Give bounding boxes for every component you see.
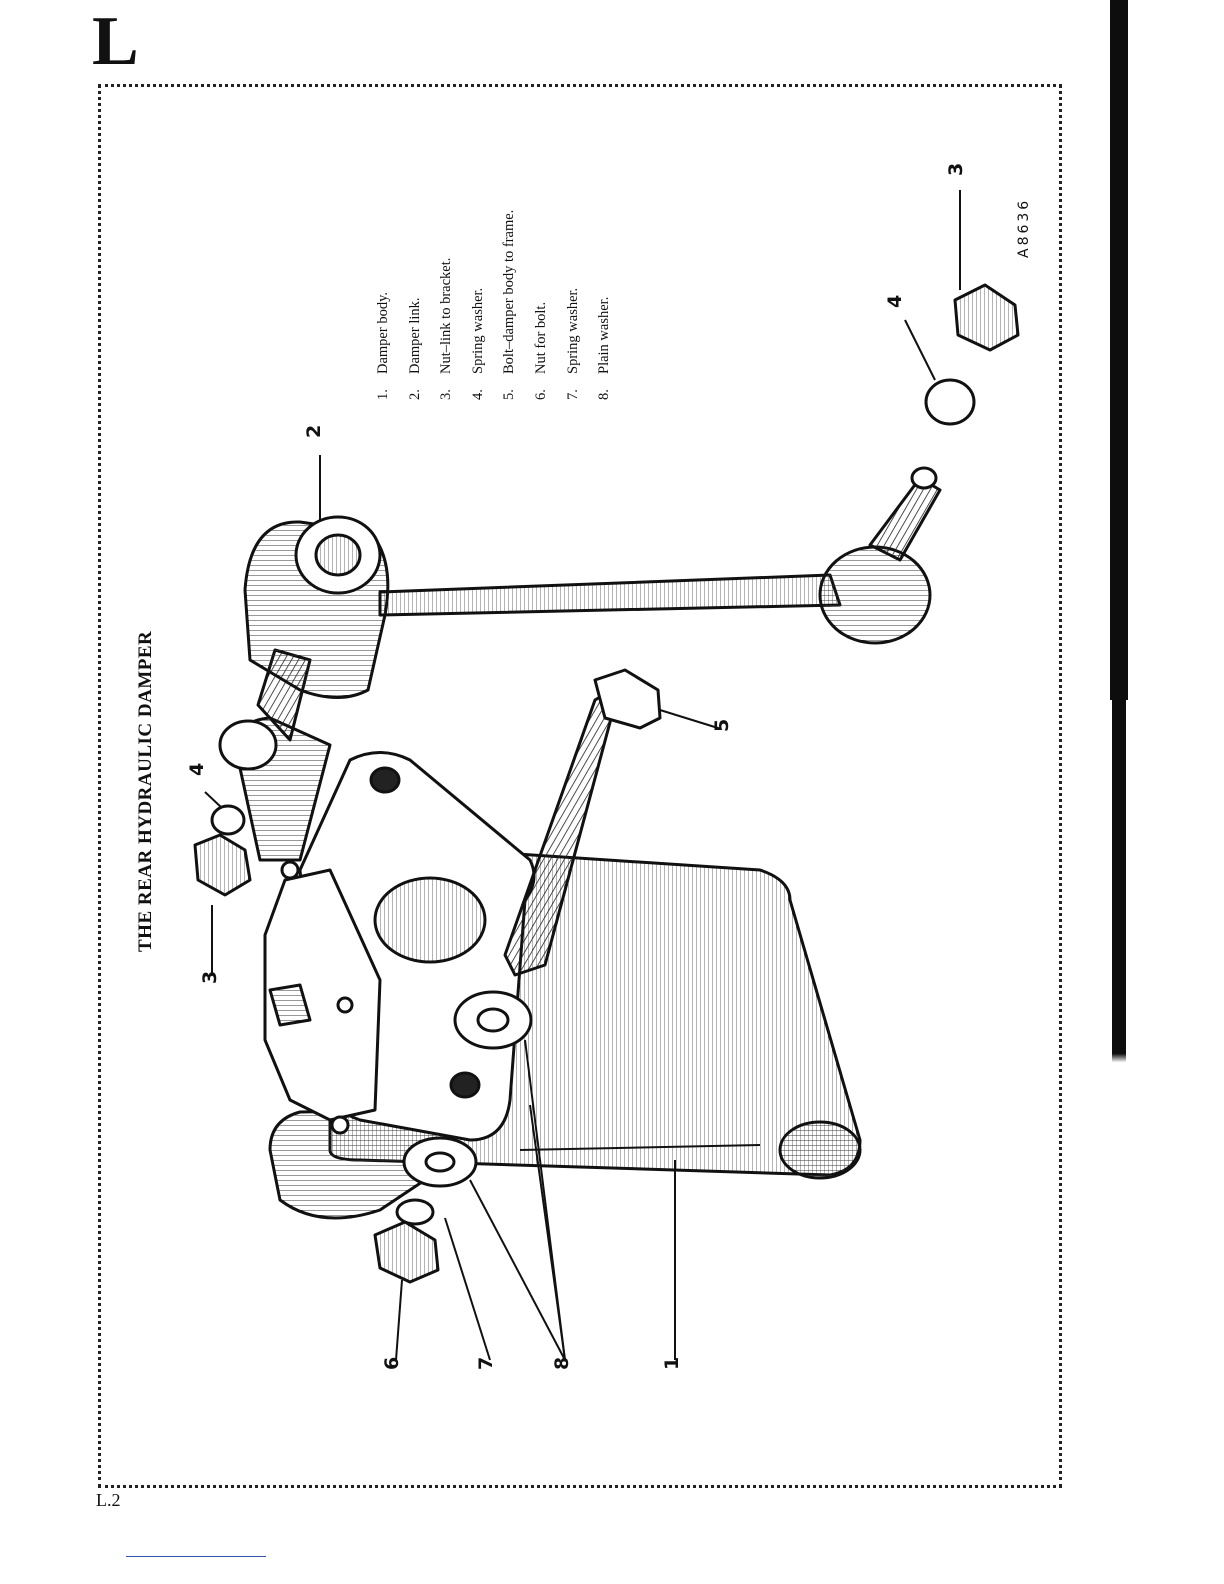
callout-8: 8 (551, 1357, 573, 1370)
callout-4-left: 4 (186, 763, 208, 776)
callout-6: 6 (381, 1357, 403, 1370)
callout-2: 2 (303, 425, 325, 438)
callout-3-right: 3 (945, 163, 967, 176)
callout-5: 5 (711, 719, 733, 732)
callout-7: 7 (475, 1357, 497, 1370)
page-number: L.2 (96, 1490, 121, 1511)
damper-link (245, 468, 940, 740)
callout-3-left: 3 (199, 971, 221, 984)
callout-1: 1 (661, 1357, 683, 1370)
callout-4-right: 4 (884, 295, 906, 308)
footer-rule (126, 1556, 266, 1557)
